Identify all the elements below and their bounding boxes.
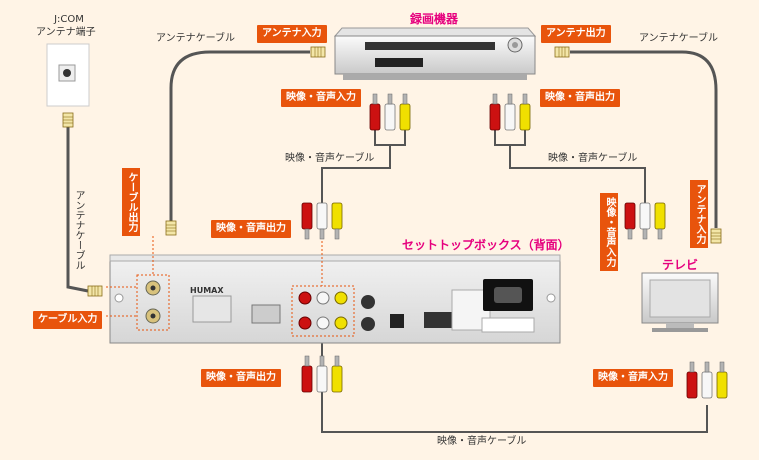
- recorder-av-input-tag: 映像・音声入力: [281, 89, 361, 107]
- rca-plug-icon: [686, 361, 728, 399]
- cable-input-tag: ケーブル入力: [33, 311, 103, 329]
- antenna-cable-label: アンテナケーブル: [156, 33, 235, 44]
- rca-plug-icon: [369, 93, 411, 131]
- stb-brand-label: HUMAX: [190, 286, 224, 295]
- recorder-device-icon: [333, 27, 537, 80]
- rca-plug-icon: [301, 355, 343, 393]
- rca-plug-icon: [301, 202, 343, 240]
- f-connector-icon: [62, 112, 74, 128]
- cable-output-tag: ケーブル出力: [122, 168, 140, 236]
- television-icon: [641, 272, 719, 332]
- av-cable-label: 映像・音声ケーブル: [437, 436, 527, 447]
- stb-av-output-tag: 映像・音声出力: [211, 220, 291, 238]
- tv-antenna-input-tag: アンテナ入力: [690, 180, 708, 248]
- set-top-box-icon: [109, 254, 561, 344]
- av-cable-label: 映像・音声ケーブル: [285, 153, 375, 164]
- f-connector-icon: [710, 228, 722, 244]
- cables: [66, 50, 718, 433]
- stb-title: セットトップボックス（背面）: [402, 238, 570, 252]
- av-cable-label: 映像・音声ケーブル: [548, 153, 638, 164]
- antenna-terminal-icon: [46, 43, 90, 107]
- antenna-cable-to-tv: [570, 50, 718, 228]
- antenna-cable-left: [66, 125, 89, 293]
- f-connector-icon: [87, 285, 103, 297]
- antenna-cable-label: アンテナケーブル: [639, 33, 718, 44]
- antenna-cable-to-recorder: [169, 50, 310, 222]
- antenna-output-tag: アンテナ出力: [541, 25, 611, 43]
- stb-av-output-bottom-tag: 映像・音声出力: [201, 369, 281, 387]
- f-connector-icon: [554, 46, 570, 58]
- jcom-terminal-label: アンテナ端子: [36, 27, 96, 38]
- recorder-title: 録画機器: [410, 12, 459, 26]
- f-connector-icon: [310, 46, 326, 58]
- tv-av-input-tag: 映像・音声入力: [600, 193, 618, 271]
- recorder-av-output-tag: 映像・音声出力: [540, 89, 620, 107]
- tv-title: テレビ: [662, 258, 699, 272]
- jcom-label: J:COM: [54, 14, 84, 25]
- antenna-input-tag: アンテナ入力: [257, 25, 327, 43]
- tv-av-input-bottom-tag: 映像・音声入力: [593, 369, 673, 387]
- f-connector-icon: [165, 220, 177, 236]
- rca-plug-icon: [489, 93, 531, 131]
- rca-plug-icon: [624, 202, 666, 240]
- antenna-cable-label: アンテナケーブル: [73, 190, 84, 270]
